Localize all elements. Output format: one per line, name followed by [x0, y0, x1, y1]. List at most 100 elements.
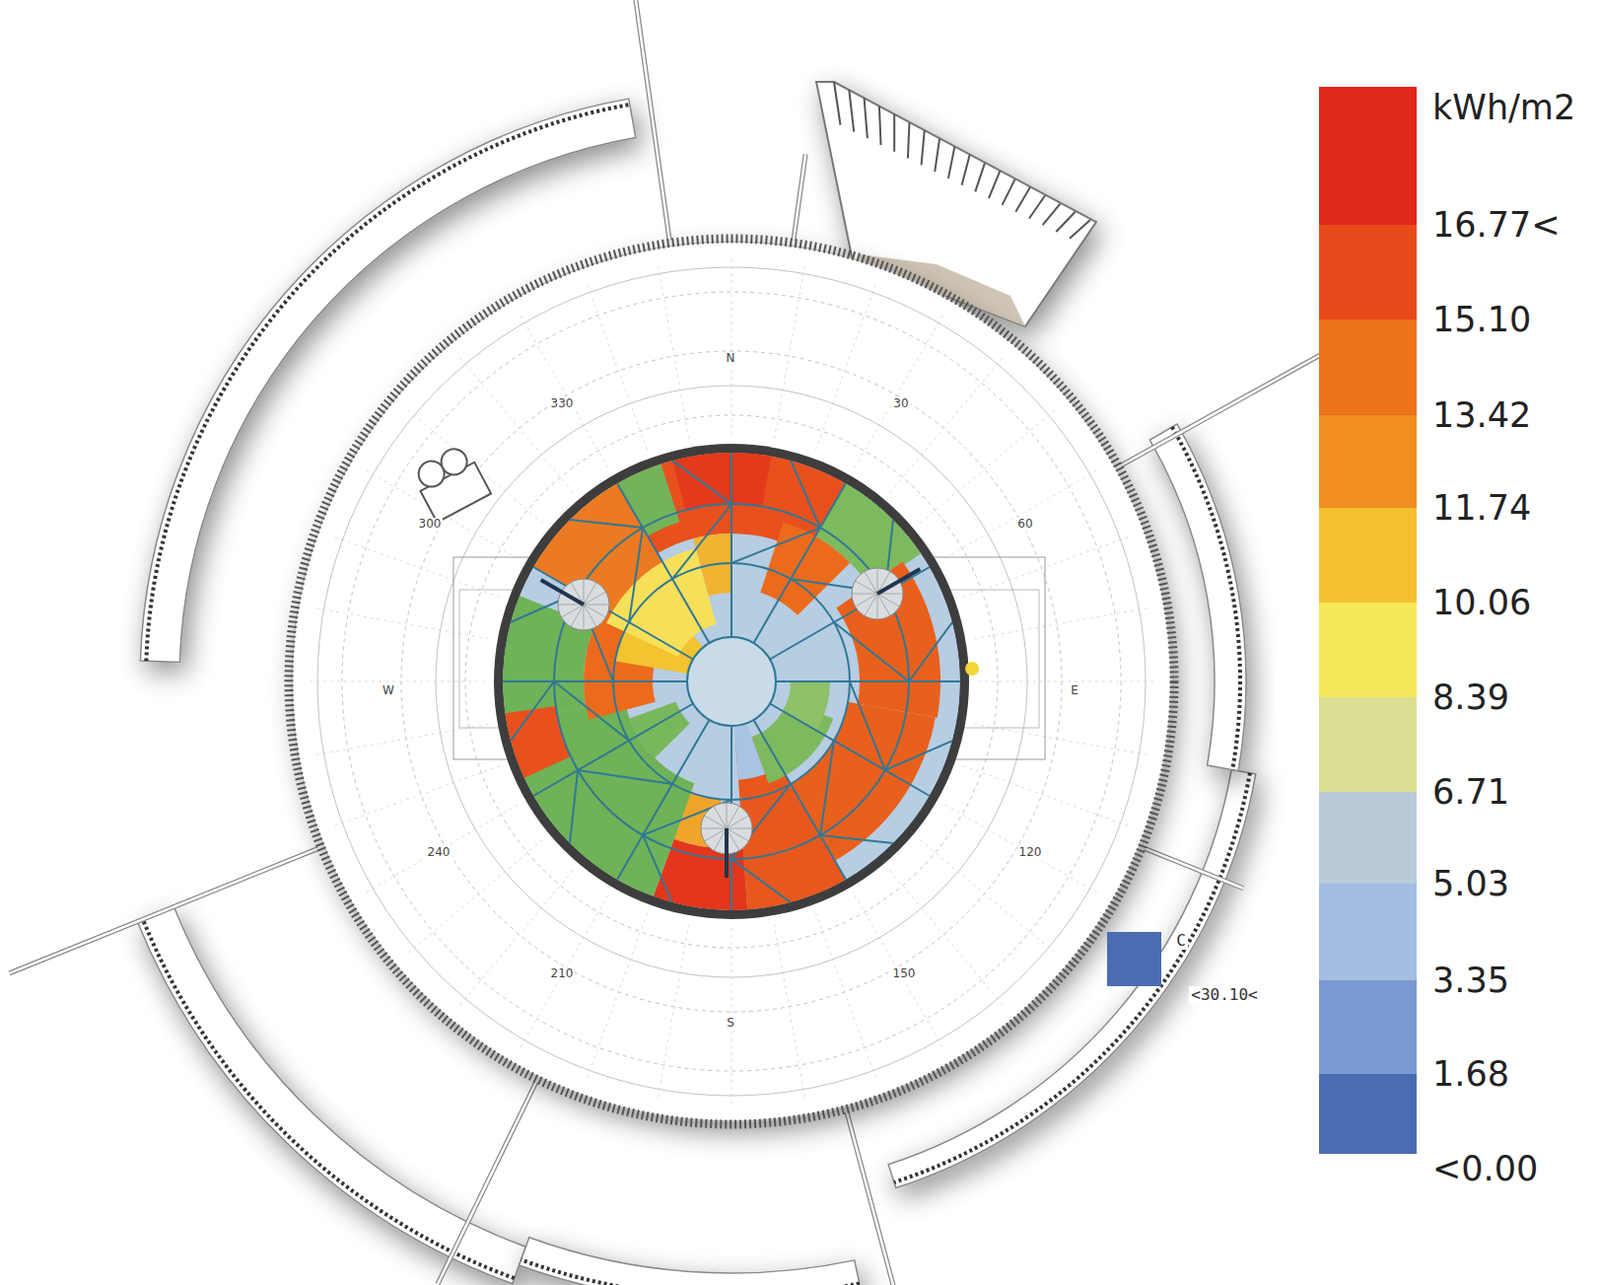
legend-value: 16.77< — [1432, 206, 1561, 245]
grid-ray — [773, 923, 805, 1099]
grid-ray — [773, 264, 805, 439]
grid-ray — [407, 839, 544, 955]
support-rib — [877, 593, 879, 620]
compass-label: S — [724, 1016, 737, 1030]
legend-value: 10.06 — [1432, 583, 1531, 623]
legend-swatch — [1319, 415, 1417, 508]
grid-ray — [854, 895, 944, 1049]
sunpath-grid — [307, 257, 1156, 1106]
legend-swatch — [1319, 883, 1417, 980]
frame-brace — [849, 681, 886, 770]
louver — [921, 130, 925, 165]
louver — [893, 114, 896, 152]
arc-edge — [521, 1258, 860, 1285]
support-rib — [864, 570, 878, 594]
support — [851, 567, 920, 620]
grid-ray — [657, 264, 689, 439]
louver — [1069, 219, 1091, 239]
louver — [988, 171, 1000, 200]
compass-label: E — [1068, 684, 1081, 697]
frame-rib — [502, 680, 688, 683]
radiation-zone — [734, 718, 766, 780]
frame-brace — [908, 622, 953, 682]
radiation-map — [502, 452, 961, 910]
sample-label: <30.10< — [1188, 985, 1259, 1004]
legend-value: <0.00 — [1432, 1149, 1538, 1188]
frame-rib — [775, 680, 961, 683]
support-rib — [583, 591, 607, 605]
grid-ray — [890, 356, 1005, 493]
frame-brace — [554, 681, 629, 741]
support — [541, 578, 610, 630]
support-strut — [541, 579, 584, 605]
support-rib — [583, 604, 597, 627]
building-arc — [519, 1237, 861, 1285]
frame-brace — [790, 460, 821, 528]
legend-value: 8.39 — [1432, 678, 1510, 717]
frame-rib — [617, 719, 710, 880]
frame-brace — [731, 527, 821, 563]
support-rib — [583, 578, 585, 605]
grid-ray — [333, 536, 500, 598]
radial-spike — [635, 0, 671, 240]
support-rib — [726, 828, 753, 830]
legend-swatch — [1319, 696, 1417, 792]
grid-ray — [973, 723, 1149, 755]
frame-brace — [628, 527, 643, 623]
frame-rib — [754, 483, 847, 643]
radiation-zone — [672, 452, 771, 510]
building-arcs — [9, 0, 1371, 1285]
louver — [948, 146, 955, 179]
grid-ray — [586, 912, 648, 1080]
louver — [962, 154, 971, 186]
louver — [1043, 204, 1061, 226]
frame-brace — [731, 858, 791, 903]
sample-label: C — [1174, 931, 1188, 950]
frame-brace — [672, 503, 732, 579]
compass-label: W — [380, 684, 397, 697]
support-rib — [560, 604, 584, 618]
frame-brace — [820, 834, 894, 843]
support-rib — [700, 828, 727, 830]
grid-ray — [816, 282, 878, 450]
louver — [974, 162, 985, 192]
radial-spike — [846, 1112, 898, 1285]
radiation-zone — [502, 452, 961, 910]
radial-spike — [9, 847, 319, 974]
grid-ray — [459, 870, 574, 1007]
frame-rib — [730, 452, 733, 637]
grid-circle — [465, 415, 998, 948]
frame-rib — [769, 703, 930, 797]
legend-value: 1.68 — [1432, 1054, 1510, 1094]
radial-spike — [437, 1081, 537, 1284]
louver — [934, 139, 940, 172]
louver — [834, 81, 841, 126]
radial-spike — [9, 847, 319, 974]
louver — [907, 122, 910, 158]
support-rib — [877, 593, 891, 617]
grid-ray — [364, 804, 519, 894]
frame-ring — [687, 636, 776, 726]
louver-lines — [834, 81, 1091, 239]
textured-edge — [288, 238, 1175, 1124]
grid-ray — [945, 469, 1100, 558]
radiation-zone — [687, 636, 776, 726]
legend-value: 5.03 — [1432, 864, 1510, 904]
grid-ray — [977, 681, 1156, 683]
compass-label: 120 — [1017, 845, 1044, 859]
canopy-supports — [541, 567, 921, 878]
louver — [1029, 195, 1045, 218]
legend-value: 11.74 — [1432, 488, 1531, 528]
louver — [1015, 187, 1031, 212]
radiation-zone — [782, 681, 831, 731]
legend-swatch — [1319, 319, 1417, 416]
arc-edge — [1172, 426, 1241, 770]
louver — [864, 97, 868, 139]
support-rib — [713, 805, 727, 829]
support-rib — [726, 802, 728, 829]
grid-circle — [435, 385, 1028, 977]
frame-brace — [569, 519, 643, 528]
grid-ray — [586, 282, 648, 450]
camera-reel — [436, 444, 472, 480]
frame-brace — [834, 622, 909, 682]
